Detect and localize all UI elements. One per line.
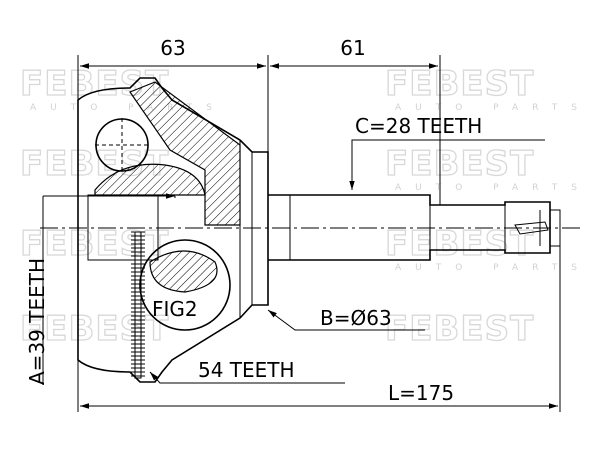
- fig2-detail-circle: [139, 239, 231, 331]
- watermark-subtext: AUTO PARTS: [395, 263, 591, 273]
- label-abs-teeth: 54 TEETH: [198, 358, 295, 382]
- label-a-teeth: A=39 TEETH: [25, 258, 49, 385]
- abs-ring: [131, 231, 145, 379]
- leader-diameter: [267, 309, 425, 331]
- watermark-group: FEBEST FEBEST FEBEST FEBEST FEBEST FEBES…: [19, 63, 591, 349]
- watermark-subtext: AUTO PARTS: [395, 183, 591, 193]
- watermark-subtext: AUTO PARTS: [395, 103, 591, 113]
- watermark-text: FEBEST: [385, 224, 534, 264]
- dim-label-63: 63: [160, 36, 185, 60]
- housing-section-upper: [129, 81, 241, 226]
- leader-c-teeth: [349, 139, 545, 190]
- leader-abs-teeth: [149, 371, 345, 384]
- watermark-text: FEBEST: [20, 224, 169, 264]
- fig2-section: [149, 250, 218, 293]
- watermark-text: FEBEST: [385, 64, 534, 104]
- dim-label-61: 61: [340, 36, 365, 60]
- watermark-subtext: AUTO PARTS: [30, 103, 226, 113]
- inner-race-section: [94, 163, 206, 196]
- label-length: L=175: [388, 381, 454, 405]
- label-c-teeth: C=28 TEETH: [355, 114, 482, 138]
- watermark-text: FEBEST: [20, 309, 169, 349]
- label-fig2: FIG2: [152, 297, 198, 321]
- watermark-text: FEBEST: [385, 144, 534, 184]
- label-diameter-b: B=Ø63: [320, 306, 392, 330]
- watermark-text: FEBEST: [385, 309, 534, 349]
